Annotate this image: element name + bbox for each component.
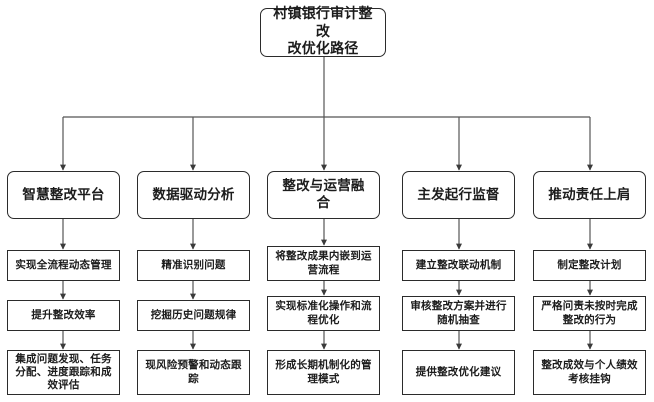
step-node-col-4-2: 提供整改优化建议 <box>402 350 515 395</box>
column-header-col-4: 主发起行监督 <box>402 171 515 219</box>
step-node-col-1-0: 实现全流程动态管理 <box>7 250 120 281</box>
column-header-col-2: 数据驱动分析 <box>137 171 250 219</box>
step-node-col-2-1: 挖掘历史问题规律 <box>137 300 250 331</box>
step-node-col-1-1: 提升整改效率 <box>7 300 120 331</box>
step-node-col-3-1: 实现标准化操作和流 程优化 <box>267 296 380 331</box>
step-node-col-5-1: 严格问责未按时完成 整改的行为 <box>533 296 646 331</box>
column-header-col-5: 推动责任上肩 <box>533 171 646 219</box>
step-node-col-3-2: 形成长期机制化的管 理模式 <box>267 350 380 395</box>
step-node-col-3-0: 将整改成果内嵌到运 营流程 <box>267 246 380 281</box>
root-node: 村镇银行审计整改 改优化路径 <box>260 6 386 57</box>
step-node-col-2-0: 精准识别问题 <box>137 250 250 281</box>
column-header-col-3: 整改与运营融 合 <box>267 171 380 219</box>
column-header-col-1: 智慧整改平台 <box>7 171 120 219</box>
step-node-col-5-2: 整改成效与个人绩效 考核挂钩 <box>533 350 646 395</box>
step-node-col-4-0: 建立整改联动机制 <box>402 250 515 281</box>
step-node-col-5-0: 制定整改计划 <box>533 250 646 281</box>
step-node-col-2-2: 现风险预警和动态跟 踪 <box>137 350 250 395</box>
step-node-col-4-1: 审核整改方案并进行 随机抽查 <box>402 296 515 331</box>
step-node-col-1-2: 集成问题发现、任务 分配、进度跟踪和成 效评估 <box>7 350 120 395</box>
